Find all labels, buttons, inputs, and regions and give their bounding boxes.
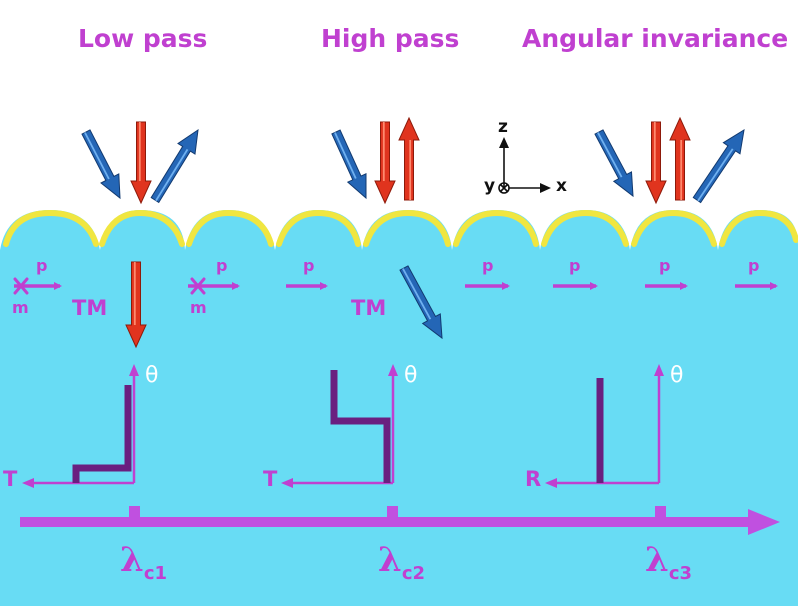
wavelength-axis <box>20 506 780 535</box>
title-low-pass: Low pass <box>78 24 208 53</box>
wavelength-label-c3: λc3 <box>645 540 692 584</box>
reflected-arrow-highlight <box>697 148 734 202</box>
title-high-pass: High pass <box>321 24 460 53</box>
incident-arrow-highlight <box>84 132 110 180</box>
mode-label-p: p <box>748 256 760 275</box>
lambda-subscript: c1 <box>143 562 168 584</box>
vertical-arrow <box>374 121 396 205</box>
lambda-symbol: λ <box>378 540 402 580</box>
reflection-axis-label: R <box>525 467 542 491</box>
transmission-axis-label: T <box>3 467 18 491</box>
mode-label-p: p <box>659 256 671 275</box>
mode-label-p: p <box>303 256 315 275</box>
lambda-symbol: λ <box>645 540 669 580</box>
substrate <box>0 210 798 606</box>
reflected-vertical-arrow <box>398 116 420 201</box>
transmitted-arrow <box>125 261 147 349</box>
transmitted-arrow-highlight <box>402 268 432 320</box>
wavelength-label-c2: λc2 <box>378 540 425 584</box>
theta-label: θ <box>404 363 418 388</box>
incident-light-arrows <box>81 116 745 349</box>
lambda-subscript: c3 <box>668 562 693 584</box>
reflected-arrow-highlight <box>155 148 189 202</box>
incident-arrow-highlight <box>597 132 623 178</box>
axis-label-y: y <box>484 176 496 196</box>
tm-label: TM <box>351 296 387 320</box>
title-angular-invariance: Angular invariance <box>522 24 789 53</box>
transmission-axis-label: T <box>263 467 278 491</box>
metal-coating <box>3 209 798 247</box>
mode-label-p: p <box>216 256 228 275</box>
lambda-symbol: λ <box>120 540 144 580</box>
tm-label: TM <box>72 296 108 320</box>
vertical-arrow <box>130 121 152 205</box>
mode-label-p: p <box>36 256 48 275</box>
reflected-arrow <box>150 128 199 204</box>
reflected-vertical-arrow <box>669 116 691 201</box>
axis-label-z: z <box>498 117 508 137</box>
axis-label-x: x <box>556 176 567 196</box>
wavelength-label-c1: λc1 <box>120 540 167 584</box>
mode-label-p: p <box>569 256 581 275</box>
coordinate-axes <box>498 137 551 194</box>
mode-label-m: m <box>190 298 207 317</box>
lambda-subscript: c2 <box>401 562 426 584</box>
incident-arrow-highlight <box>334 132 357 179</box>
reflected-arrow <box>692 128 745 204</box>
theta-label: θ <box>145 363 159 388</box>
mode-label-p: p <box>482 256 494 275</box>
mode-label-m: m <box>12 298 29 317</box>
theta-label: θ <box>670 363 684 388</box>
plot-angular-invariance <box>545 364 664 488</box>
vertical-arrow <box>645 121 667 205</box>
plot-high-pass <box>281 364 398 488</box>
plot-low-pass <box>22 364 139 488</box>
magnetic-dipole-marks <box>13 277 206 295</box>
